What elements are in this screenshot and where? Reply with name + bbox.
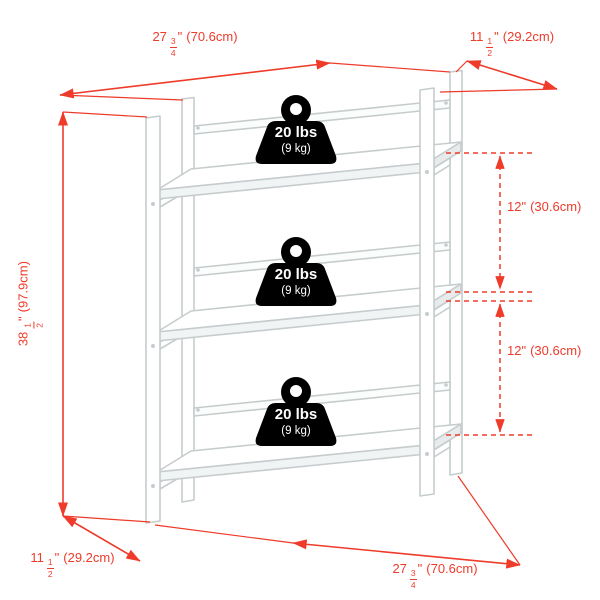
dimension-label-shelf-spacing-lower: 12"(30.6cm)	[507, 343, 582, 358]
weight-icon-middle	[255, 237, 337, 306]
back-right-post	[449, 69, 463, 476]
back-rail-top	[193, 99, 451, 135]
shelf-unit-drawing	[145, 69, 463, 524]
dimension-line-bottom-depth	[62, 515, 141, 562]
dimension-line-top-width	[59, 59, 331, 99]
weight-label-middle: 20 lbs (9 kg)	[246, 266, 346, 299]
dimension-lines	[57, 59, 558, 569]
screw-dots	[151, 101, 448, 488]
weight-label-top: 20 lbs (9 kg)	[246, 124, 346, 157]
weight-metric-text: (9 kg)	[281, 284, 311, 297]
weight-icon-bottom	[255, 377, 337, 446]
weight-metric-text: (9 kg)	[281, 142, 311, 155]
dimension-label-shelf-spacing-upper: 12"(30.6cm)	[507, 199, 582, 214]
front-right-post	[419, 87, 435, 497]
back-left-post	[181, 96, 195, 503]
back-rail-bottom	[193, 381, 451, 417]
dimension-line-bottom-width	[292, 539, 521, 569]
weight-icons	[255, 95, 337, 446]
weight-load-text: 20 lbs	[274, 266, 318, 283]
weight-icon-top	[255, 95, 337, 164]
weight-metric-text: (9 kg)	[281, 424, 311, 437]
back-rail-middle	[193, 241, 451, 277]
weight-label-bottom: 20 lbs (9 kg)	[246, 406, 346, 439]
front-left-post	[145, 115, 161, 524]
dimension-line-top-depth	[466, 60, 558, 90]
weight-load-text: 20 lbs	[274, 406, 318, 423]
weight-load-text: 20 lbs	[274, 124, 318, 141]
